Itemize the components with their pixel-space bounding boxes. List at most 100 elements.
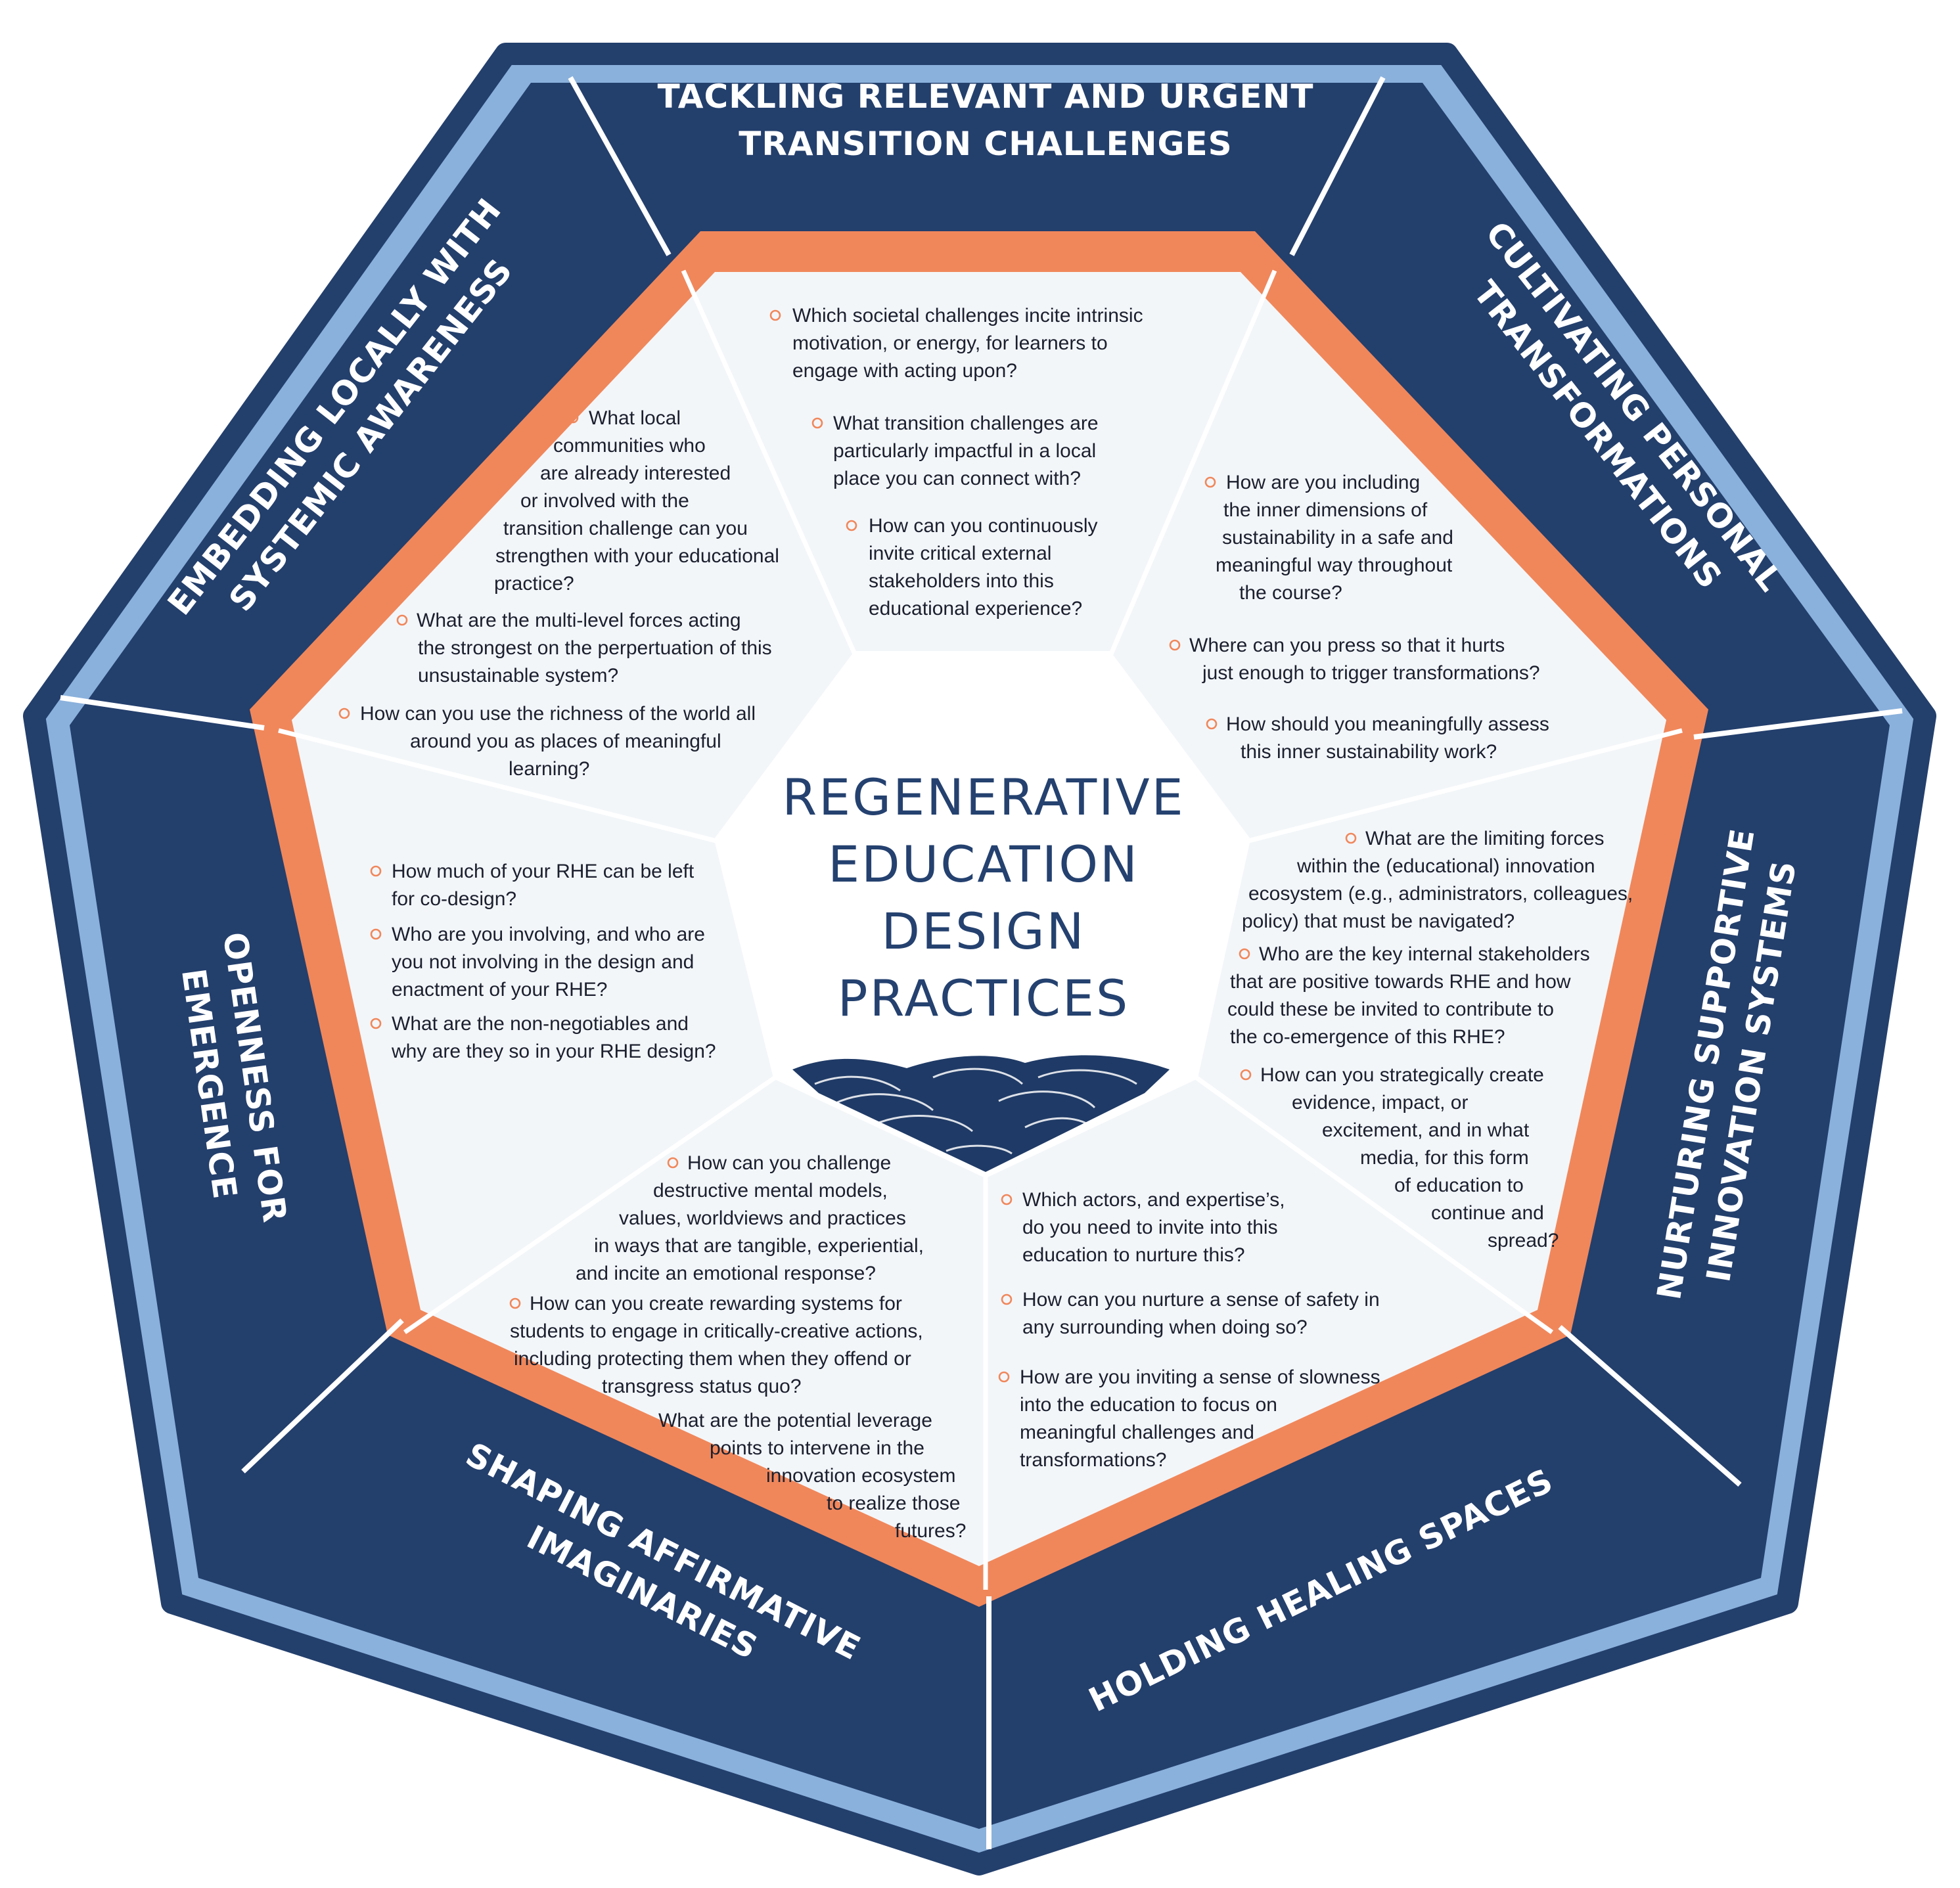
question-tackling-1-line-3: engage with acting upon? bbox=[792, 360, 1017, 382]
question-openness-2-line-3: enactment of your RHE? bbox=[392, 979, 608, 1000]
question-embedding-1-line-7: practice? bbox=[494, 573, 574, 595]
question-healing-3-line-2: into the education to focus on bbox=[1020, 1394, 1277, 1416]
question-openness-1-line-1: How much of your RHE can be left bbox=[392, 861, 695, 882]
inner-divider-4 bbox=[1194, 1075, 1554, 1334]
question-nurturing-3-line-6: continue and bbox=[1431, 1202, 1544, 1224]
outer-dividers bbox=[60, 76, 1903, 1849]
question-embedding-2-line-2: the strongest on the perpertuation of th… bbox=[418, 637, 772, 659]
segment-label-tackling-line-1: TACKLING RELEVANT AND URGENT bbox=[658, 78, 1314, 116]
center-title-line-1: REGENERATIVE bbox=[782, 768, 1185, 826]
bullet-icon bbox=[396, 614, 408, 626]
question-openness-2-line-1: Who are you involving, and who are bbox=[392, 924, 705, 945]
question-nurturing-2-line-2: that are positive towards RHE and how bbox=[1230, 971, 1571, 993]
bullet-icon bbox=[567, 412, 579, 424]
question-openness-1: How much of your RHE can be left for co-d… bbox=[370, 861, 695, 910]
question-shaping-1: How can you challenge destructive mental … bbox=[576, 1152, 924, 1284]
outer-divider-2 bbox=[1289, 76, 1386, 256]
question-embedding-3-line-2: around you as places of meaningful bbox=[410, 730, 721, 752]
question-nurturing-3-line-7: spread? bbox=[1488, 1230, 1559, 1251]
bullet-icon bbox=[667, 1157, 679, 1169]
question-nurturing-1-line-1: What are the limiting forces bbox=[1365, 828, 1604, 849]
question-nurturing-3: How can you strategically create evidence… bbox=[1240, 1064, 1559, 1251]
question-shaping-1-line-1: How can you challenge bbox=[687, 1152, 891, 1174]
inner-divider-7 bbox=[278, 728, 717, 843]
question-shaping-2-line-4: transgress status quo? bbox=[602, 1376, 802, 1397]
bullet-icon bbox=[370, 928, 382, 940]
inner-divider-1 bbox=[681, 269, 858, 657]
bullet-icon bbox=[509, 1297, 521, 1309]
question-openness-2-line-2: you not involving in the design and bbox=[392, 951, 694, 973]
question-healing-2-line-1: How can you nurture a sense of safety in bbox=[1022, 1289, 1380, 1311]
question-cultivating-1-line-1: How are you including bbox=[1226, 472, 1420, 493]
bullet-icon bbox=[1240, 1069, 1252, 1081]
inner-divider-2 bbox=[1108, 269, 1277, 657]
outer-divider-4 bbox=[1558, 1324, 1742, 1487]
question-embedding-1-line-6: strengthen with your educational bbox=[495, 545, 779, 567]
question-tackling-2-line-1: What transition challenges are bbox=[833, 413, 1099, 434]
question-cultivating-2: Where can you press so that it hurts just… bbox=[1169, 635, 1540, 684]
question-tackling-3-line-2: invite critical external bbox=[869, 543, 1051, 564]
bullet-icon bbox=[1345, 832, 1357, 844]
question-nurturing-2-line-1: Who are the key internal stakeholders bbox=[1259, 943, 1590, 965]
bullet-icon bbox=[1001, 1293, 1013, 1305]
center-title: REGENERATIVE EDUCATION DESIGN PRACTICES bbox=[782, 768, 1185, 1027]
center-hub bbox=[714, 651, 1251, 1179]
question-nurturing-1-line-4: policy) that must be navigated? bbox=[1242, 910, 1515, 932]
question-openness-1-line-2: for co-design? bbox=[392, 888, 516, 910]
outer-divider-6 bbox=[241, 1318, 404, 1473]
question-tackling-3-line-1: How can you continuously bbox=[869, 515, 1098, 537]
question-healing-3-line-1: How are you inviting a sense of slowness bbox=[1020, 1366, 1380, 1388]
question-nurturing-1-line-2: within the (educational) innovation bbox=[1296, 855, 1595, 877]
question-tackling-3: How can you continuously invite critical … bbox=[846, 515, 1098, 619]
question-cultivating-2-line-1: Where can you press so that it hurts bbox=[1189, 635, 1505, 656]
question-embedding-3: How can you use the richness of the worl… bbox=[338, 703, 756, 780]
question-tackling-2-line-2: particularly impactful in a local bbox=[833, 440, 1096, 462]
question-nurturing-3-line-2: evidence, impact, or bbox=[1292, 1092, 1468, 1113]
question-nurturing-1-line-3: ecosystem (e.g., administrators, colleag… bbox=[1248, 883, 1633, 905]
question-nurturing-1: What are the limiting forces within the (… bbox=[1242, 828, 1633, 932]
bullet-icon bbox=[811, 417, 823, 429]
bullet-icon bbox=[1001, 1194, 1013, 1205]
bullet-icon bbox=[769, 309, 781, 321]
bullet-icon bbox=[1239, 948, 1250, 960]
question-healing-1-line-1: Which actors, and expertise’s, bbox=[1022, 1189, 1285, 1211]
question-shaping-1-line-2: destructive mental models, bbox=[653, 1180, 888, 1202]
question-tackling-1: Which societal challenges incite intrins… bbox=[769, 305, 1143, 382]
waves-shape bbox=[792, 1055, 1170, 1172]
question-healing-3-line-4: transformations? bbox=[1020, 1449, 1166, 1471]
question-cultivating-1-line-4: meaningful way throughout bbox=[1216, 554, 1453, 576]
question-tackling-2: What transition challenges are particular… bbox=[811, 413, 1099, 489]
question-tackling-3-line-4: educational experience? bbox=[869, 598, 1082, 619]
question-nurturing-3-line-1: How can you strategically create bbox=[1260, 1064, 1544, 1086]
question-openness-3-line-1: What are the non-negotiables and bbox=[392, 1013, 689, 1035]
bullet-icon bbox=[998, 1371, 1010, 1383]
question-embedding-2: What are the multi-level forces actingth… bbox=[396, 610, 772, 686]
segment-label-tackling-line-2: TRANSITION CHALLENGES bbox=[739, 125, 1232, 163]
bullet-icon bbox=[1204, 476, 1216, 488]
center-title-line-4: PRACTICES bbox=[838, 969, 1129, 1027]
question-cultivating-2-line-2: just enough to trigger transformations? bbox=[1202, 662, 1540, 684]
bullet-icon bbox=[338, 708, 350, 719]
question-embedding-1-line-4: or involved with the bbox=[520, 490, 689, 512]
question-lists: Which societal challenges incite intrins… bbox=[338, 305, 1633, 1542]
question-shaping-3-line-3: innovation ecosystem bbox=[766, 1465, 956, 1487]
question-embedding-1-line-3: are already interested bbox=[540, 462, 731, 484]
question-shaping-2-line-1: How can you create rewarding systems for bbox=[530, 1293, 902, 1315]
question-shaping-2-line-3: including protecting them when they offe… bbox=[514, 1348, 911, 1370]
inner-divider-6 bbox=[403, 1075, 777, 1334]
question-cultivating-3-line-1: How should you meaningfully assess bbox=[1226, 713, 1549, 735]
bullet-icon bbox=[370, 865, 382, 877]
question-nurturing-2: Who are the key internal stakeholders tha… bbox=[1227, 943, 1590, 1048]
segment-label-tackling: TACKLING RELEVANT AND URGENT TRANSITION C… bbox=[658, 78, 1314, 163]
question-shaping-2-line-2: students to engage in critically-creativ… bbox=[510, 1320, 923, 1342]
question-tackling-1-line-2: motivation, or energy, for learners to bbox=[792, 332, 1108, 354]
question-embedding-1-line-1: What local bbox=[589, 407, 681, 429]
question-tackling-2-line-3: place you can connect with? bbox=[833, 468, 1081, 489]
question-openness-2: Who are you involving, and who are you no… bbox=[370, 924, 705, 1000]
